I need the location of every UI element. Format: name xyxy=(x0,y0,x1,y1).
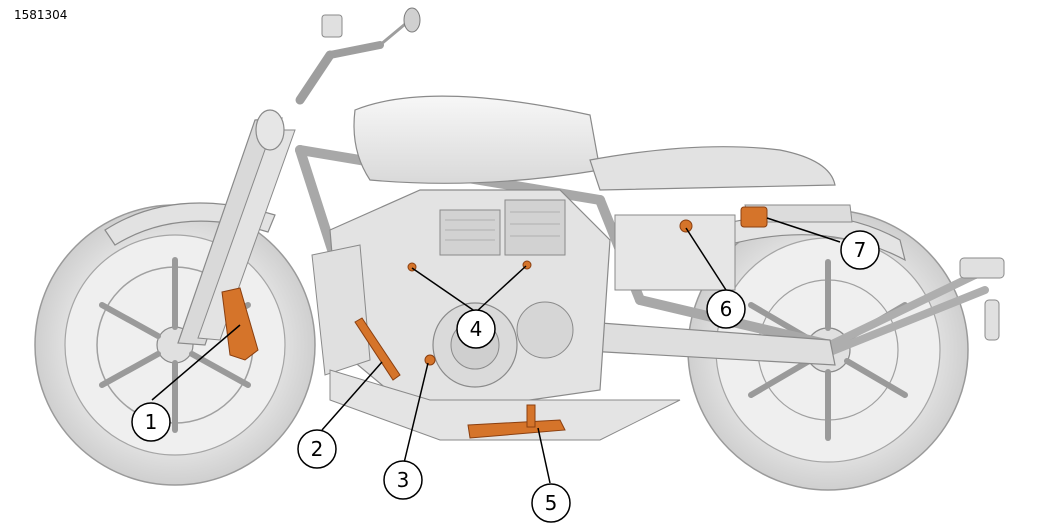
callout-2: 2 xyxy=(297,429,337,469)
headlight xyxy=(255,109,285,151)
callout-6: 6 xyxy=(706,289,746,329)
seat xyxy=(589,146,836,191)
highlight-part-1 xyxy=(221,287,259,361)
rear-turn-signal xyxy=(984,299,1000,341)
callout-label: 3 xyxy=(397,468,410,492)
highlight-part-5-pedal xyxy=(526,404,536,428)
callout-4: 4 xyxy=(456,309,496,349)
leader-lines xyxy=(151,217,841,484)
highlight-part-6 xyxy=(679,219,693,233)
callout-label: 7 xyxy=(854,238,867,262)
callout-label: 1 xyxy=(145,410,158,434)
handlebar xyxy=(295,18,412,105)
tail-light xyxy=(959,257,1005,279)
callout-1: 1 xyxy=(131,402,171,442)
highlight-part-3 xyxy=(424,354,436,366)
highlight-part-7 xyxy=(740,206,768,228)
callout-label: 5 xyxy=(545,491,558,515)
highlight-part-2 xyxy=(354,317,401,381)
callout-label: 6 xyxy=(720,297,733,321)
callout-label: 4 xyxy=(470,317,483,341)
reservoir xyxy=(321,14,343,38)
callout-7: 7 xyxy=(840,230,880,270)
mirror xyxy=(403,7,421,33)
fuel-tank xyxy=(353,95,601,184)
callout-3: 3 xyxy=(383,460,423,500)
callout-5: 5 xyxy=(531,483,571,523)
front-wheel xyxy=(34,202,316,486)
engine xyxy=(311,189,736,441)
figure-id: 1581304 xyxy=(14,8,68,22)
callout-label: 2 xyxy=(311,437,324,461)
